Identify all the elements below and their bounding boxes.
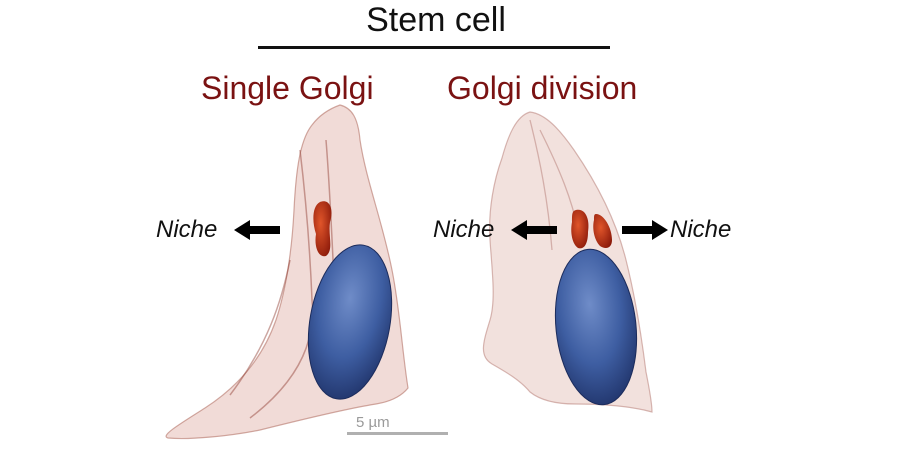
niche-label-middle: Niche xyxy=(433,216,495,243)
panel-label-single-golgi: Single Golgi xyxy=(201,70,374,106)
right-stem-cell xyxy=(482,111,653,413)
left-nucleus xyxy=(307,244,393,400)
right-nucleus xyxy=(554,248,638,406)
arrow-left-icon xyxy=(511,220,557,240)
left-golgi xyxy=(313,201,332,257)
left-stem-cell xyxy=(165,104,409,440)
scale-bar xyxy=(347,432,448,435)
niche-label-right: Niche xyxy=(670,216,732,243)
figure-title: Stem cell xyxy=(366,1,506,39)
arrow-left-icon xyxy=(234,220,280,240)
arrow-right-icon xyxy=(622,220,668,240)
title-underline xyxy=(258,46,610,49)
right-golgi-left xyxy=(571,209,589,249)
panel-label-golgi-division: Golgi division xyxy=(447,70,638,106)
scale-bar-label: 5 µm xyxy=(356,414,390,431)
right-golgi-right xyxy=(593,214,612,248)
niche-label-left: Niche xyxy=(156,216,218,243)
